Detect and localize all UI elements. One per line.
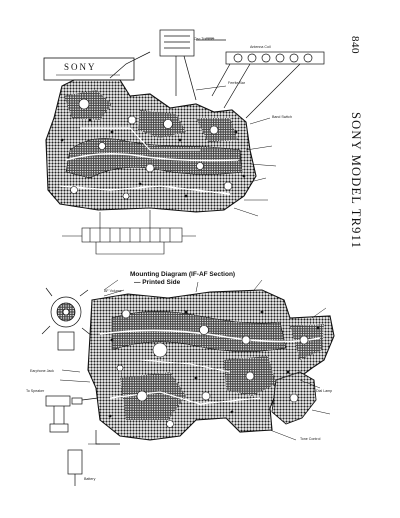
- label-af-volume: AF Volume: [104, 289, 122, 293]
- label-battery: Battery: [84, 477, 96, 481]
- label-tone-control: Tone Control: [300, 437, 321, 441]
- label-to-speaker: To Speaker: [26, 389, 45, 393]
- label-ferrite-bar: Ferrite Bar: [228, 81, 246, 85]
- lower-circuit-board: Earphone Jack To Speaker Battery AF Volu…: [26, 279, 335, 486]
- upper-circuit-board: SONY: [43, 29, 325, 255]
- label-earphone-jack: Earphone Jack: [30, 369, 54, 373]
- model-title: SONY MODEL TR911: [349, 112, 363, 250]
- sony-logo: SONY: [64, 62, 97, 72]
- label-osc-trimmer: Osc Trimmer: [194, 37, 215, 41]
- volume-control-assembly: [41, 287, 93, 351]
- page-number: 840: [349, 36, 361, 54]
- diagram-caption: Mounting Diagram (IF-AF Section): [130, 271, 236, 278]
- label-dial-lamp: Dial Lamp: [316, 389, 332, 393]
- diagram-subcaption: — Printed Side: [134, 279, 181, 286]
- label-band-switch: Band Switch: [272, 115, 292, 119]
- label-antenna-coil: Antenna Coil: [250, 45, 271, 49]
